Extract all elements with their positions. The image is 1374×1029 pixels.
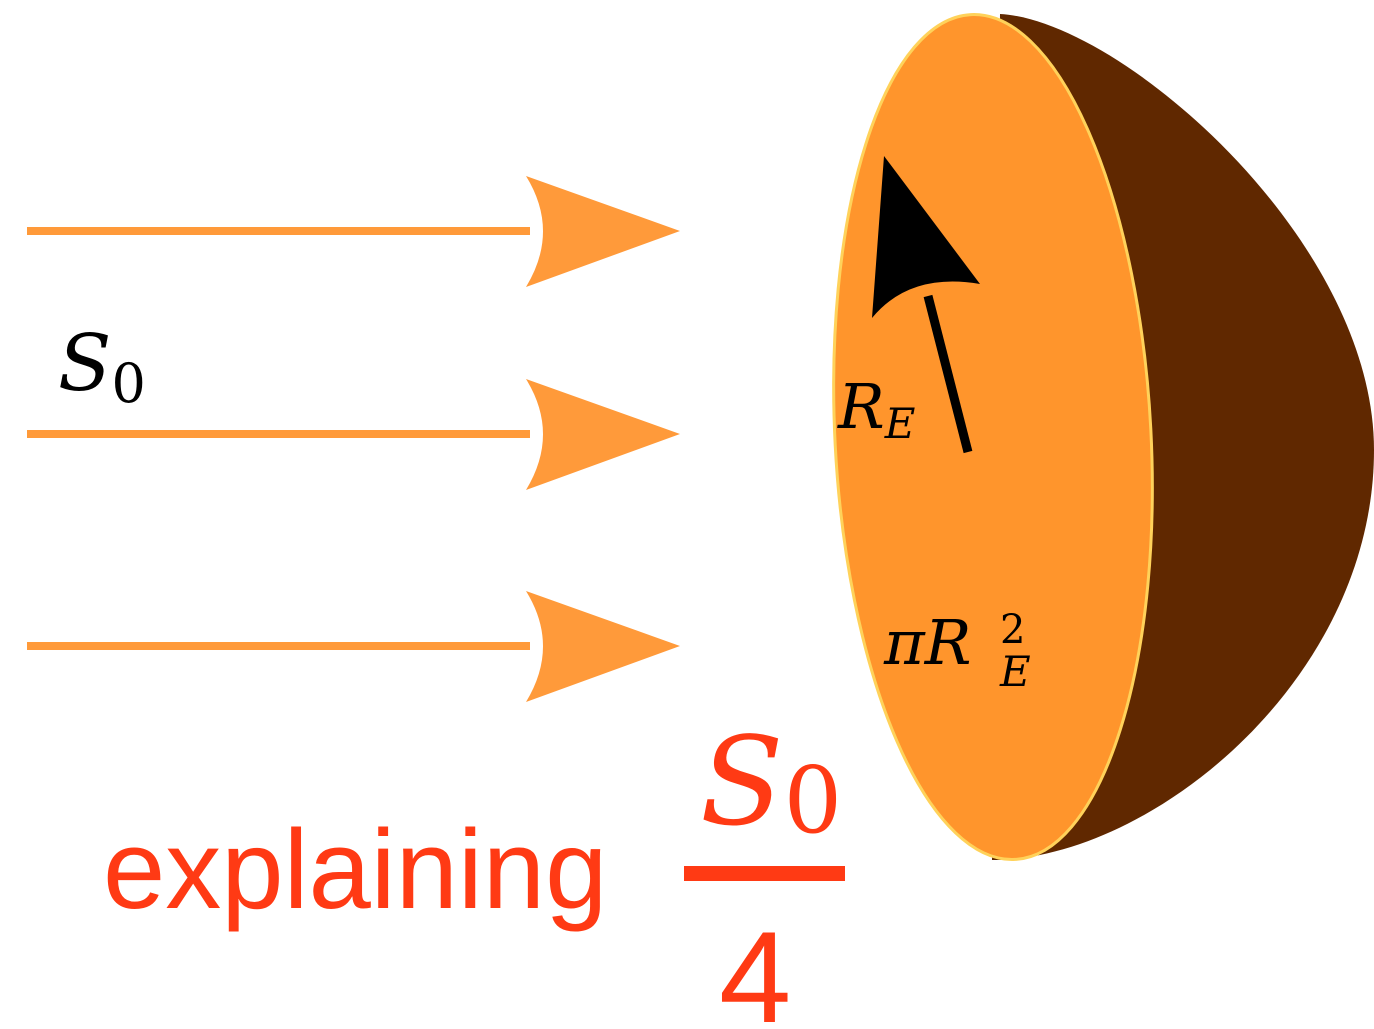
radius-symbol: R <box>837 370 885 443</box>
flux-symbol: S <box>58 319 111 409</box>
area-pi: π <box>883 606 926 679</box>
area-superscript: 2 <box>1000 607 1025 653</box>
right-arrow-icon <box>526 591 680 702</box>
radius-subscript: E <box>884 399 916 448</box>
incoming-beams <box>27 176 680 702</box>
caption-denominator: 4 <box>719 904 791 1029</box>
radius-arrow <box>872 156 980 454</box>
area-subscript: E <box>999 647 1031 696</box>
beam-arrow-middle <box>27 379 680 490</box>
right-arrow-icon <box>526 176 680 287</box>
right-arrow-icon <box>526 379 680 490</box>
flux-label: S0 <box>58 319 146 415</box>
radius-label: RE <box>837 370 915 448</box>
flux-subscript: 0 <box>111 352 145 415</box>
beam-arrow-bottom <box>27 591 680 702</box>
radius-arrow-shaft <box>923 294 973 454</box>
caption-numerator: S0 <box>700 711 842 854</box>
beam-arrow-top <box>27 176 680 287</box>
up-arrow-icon <box>872 156 980 318</box>
caption-numerator-subscript: 0 <box>784 747 843 854</box>
caption: explaining S0 4 <box>103 711 845 1029</box>
caption-numerator-symbol: S <box>700 711 784 853</box>
caption-fraction-bar <box>684 866 845 881</box>
caption-word: explaining <box>103 807 607 932</box>
area-label: πR <box>883 606 971 679</box>
area-symbol: R <box>924 606 972 679</box>
